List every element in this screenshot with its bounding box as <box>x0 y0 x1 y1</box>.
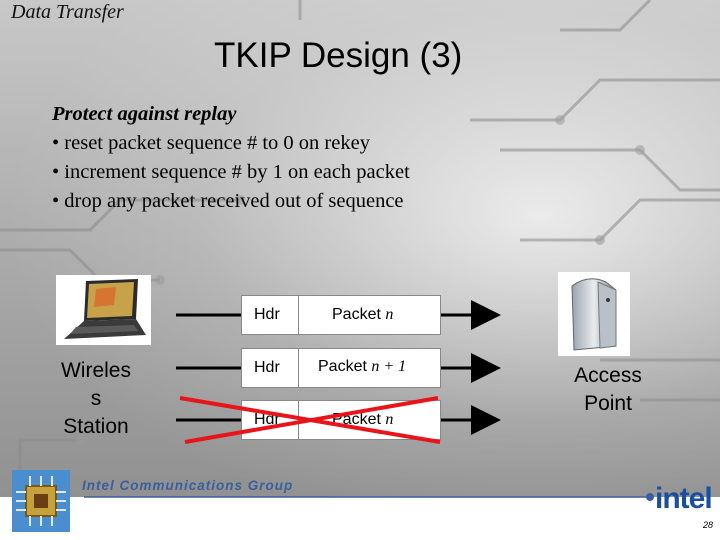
packet-box <box>241 295 441 335</box>
list-item: • increment sequence # by 1 on each pack… <box>52 161 410 183</box>
group-name: Intel Communications Group <box>82 478 294 493</box>
reject-line <box>184 396 439 444</box>
laptop-icon <box>64 279 146 339</box>
chip-icon <box>16 476 66 526</box>
wireless-station-label: Wireles s Station <box>60 359 131 438</box>
footer-bar <box>0 497 720 540</box>
laptop-image <box>56 275 151 345</box>
access-point-label: Access Point <box>574 364 642 415</box>
list-item: • reset packet sequence # to 0 on rekey <box>52 132 370 154</box>
access-point-image <box>558 272 630 356</box>
packet-header: Hdr <box>254 359 280 376</box>
chip-logo <box>12 470 70 532</box>
packet-box <box>241 400 441 440</box>
packet-box <box>241 348 441 388</box>
list-heading: Protect against replay <box>52 103 237 125</box>
packet-header: Hdr <box>254 306 280 323</box>
bullet-list: Protect against replay • reset packet se… <box>52 100 410 216</box>
page-number: 28 <box>703 520 714 530</box>
section-header: Data Transfer <box>11 1 124 23</box>
intel-logo: intel <box>655 482 713 515</box>
list-item: • drop any packet received out of sequen… <box>52 190 404 212</box>
packet-payload: Packet n + 1 <box>318 358 407 375</box>
packet-payload: Packet n <box>332 306 394 323</box>
slide-title: TKIP Design (3) <box>214 36 463 75</box>
access-point-icon <box>571 278 617 351</box>
